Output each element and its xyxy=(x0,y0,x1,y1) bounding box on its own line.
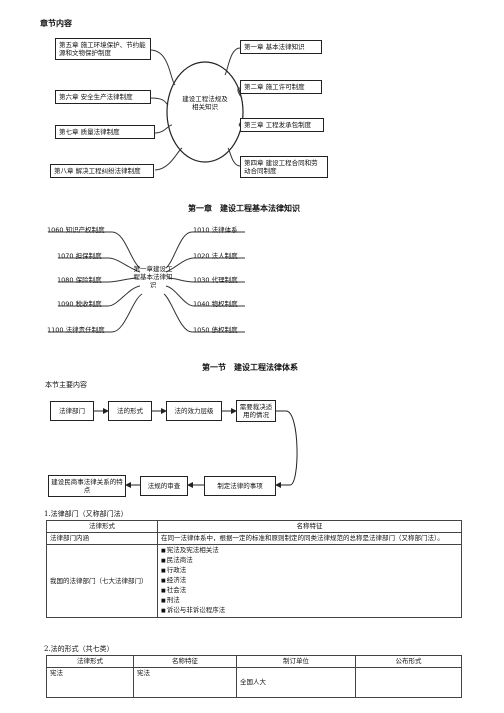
list-item: 诉讼与非诉讼程序法 xyxy=(161,606,458,616)
node-1040: 1040 物权制度 xyxy=(193,300,238,308)
node-1010: 1010 法律体系 xyxy=(193,226,238,234)
table-row: 法律部门内涵 在同一法律体系中，根据一定的标准和原则制定的同类法律规范的总称是法… xyxy=(46,532,462,545)
chapter-1-node: 第一章 基本法律知识 xyxy=(240,40,322,54)
flow-legislation-matters: 制定法律的事项 xyxy=(204,476,276,496)
table-cell xyxy=(355,667,462,698)
table-header: 制订单位 xyxy=(236,655,356,668)
flow-civil-relations: 建设民商事法律关系的特点 xyxy=(48,475,126,497)
table-header: 名称特征 xyxy=(133,655,237,668)
mindmap2-center: 第一章建设工程基本法律知识 xyxy=(133,265,173,289)
table2-caption: 2.法的形式（共七类） xyxy=(44,645,114,653)
chapter-7-node: 第七章 质量法律制度 xyxy=(55,125,155,139)
table1-caption: 1.法律部门（又称部门法） xyxy=(44,510,128,518)
section-content-label: 本节主要内容 xyxy=(45,381,87,389)
list-item: 宪法及宪法相关法 xyxy=(161,546,458,556)
section-1-title: 第一节 建设工程法律体系 xyxy=(202,362,298,372)
flow-arrows xyxy=(94,408,298,488)
flow-adjudication: 需要裁决适用的情况 xyxy=(236,400,276,422)
chapter-5-node: 第五章 施工环境保护、节约能源和文物保护制度 xyxy=(55,38,151,60)
flow-review: 法规的审查 xyxy=(140,476,188,496)
table-cell: 宪法 xyxy=(133,667,237,698)
legal-forms-table: 法律形式 名称特征 制订单位 公布形式 宪法 宪法 全国人大 xyxy=(46,655,462,698)
table-cell: 法律部门内涵 xyxy=(46,532,158,545)
table-cell: 我国的法律部门（七大法律部门） xyxy=(46,544,158,618)
chapter-8-node: 第八章 解决工程纠纷法律制度 xyxy=(50,164,154,178)
chapter-6-node: 第六章 安全生产法律制度 xyxy=(55,90,151,104)
flow-legal-department: 法律部门 xyxy=(50,401,94,421)
chapter-1-title: 第一章 建设工程基本法律知识 xyxy=(188,203,300,213)
flow-effect-levels: 法的效力层级 xyxy=(166,401,222,421)
chapter-2-node: 第二章 施工许可制度 xyxy=(240,80,322,94)
node-1030: 1030 代理制度 xyxy=(193,276,238,284)
node-1090: 1090 税收制度 xyxy=(57,300,102,308)
node-1070: 1070 担保制度 xyxy=(57,252,102,260)
list-item: 经济法 xyxy=(161,576,458,586)
flow-legal-forms: 法的形式 xyxy=(108,401,152,421)
legal-department-list: 宪法及宪法相关法 民法商法 行政法 经济法 社会法 刑法 诉讼与非诉讼程序法 xyxy=(161,546,458,616)
table-header: 法律形式 xyxy=(46,655,134,668)
table-cell: 在同一法律体系中，根据一定的标准和原则制定的同类法律规范的总称是法律部门（又称部… xyxy=(157,532,462,545)
node-1080: 1080 保险制度 xyxy=(57,276,102,284)
mindmap2-connectors xyxy=(48,231,245,333)
table-header-row: 法律形式 名称特征 xyxy=(46,520,462,533)
table-row: 我国的法律部门（七大法律部门） 宪法及宪法相关法 民法商法 行政法 经济法 社会… xyxy=(46,544,462,618)
node-1050: 1050 债权制度 xyxy=(193,326,238,334)
list-item: 民法商法 xyxy=(161,556,458,566)
chapter-3-node: 第三章 工程发承包制度 xyxy=(240,118,324,132)
node-1060: 1060 知识产权制度 xyxy=(47,226,105,234)
table-cell: 全国人大 xyxy=(236,667,356,698)
legal-department-table: 法律形式 名称特征 法律部门内涵 在同一法律体系中，根据一定的标准和原则制定的同… xyxy=(46,520,462,618)
mindmap-center: 建设工程法规及相关知识 xyxy=(182,95,228,111)
list-item: 刑法 xyxy=(161,596,458,606)
table-cell: 宪法及宪法相关法 民法商法 行政法 经济法 社会法 刑法 诉讼与非诉讼程序法 xyxy=(157,544,462,618)
table-header-row: 法律形式 名称特征 制订单位 公布形式 xyxy=(46,655,462,668)
table-header: 名称特征 xyxy=(157,520,462,533)
node-1020: 1020 法人制度 xyxy=(193,252,238,260)
list-item: 社会法 xyxy=(161,586,458,596)
node-1100: 1100 法律责任制度 xyxy=(47,326,105,334)
mindmap-connectors xyxy=(149,47,244,171)
table-header: 法律形式 xyxy=(46,520,158,533)
table-header: 公布形式 xyxy=(355,655,462,668)
table-row: 宪法 宪法 全国人大 xyxy=(46,667,462,698)
list-item: 行政法 xyxy=(161,566,458,576)
section-title: 章节内容 xyxy=(40,18,72,28)
chapter-4-node: 第四章 建设工程合同和劳动合同制度 xyxy=(240,156,328,178)
table-cell: 宪法 xyxy=(46,667,134,698)
